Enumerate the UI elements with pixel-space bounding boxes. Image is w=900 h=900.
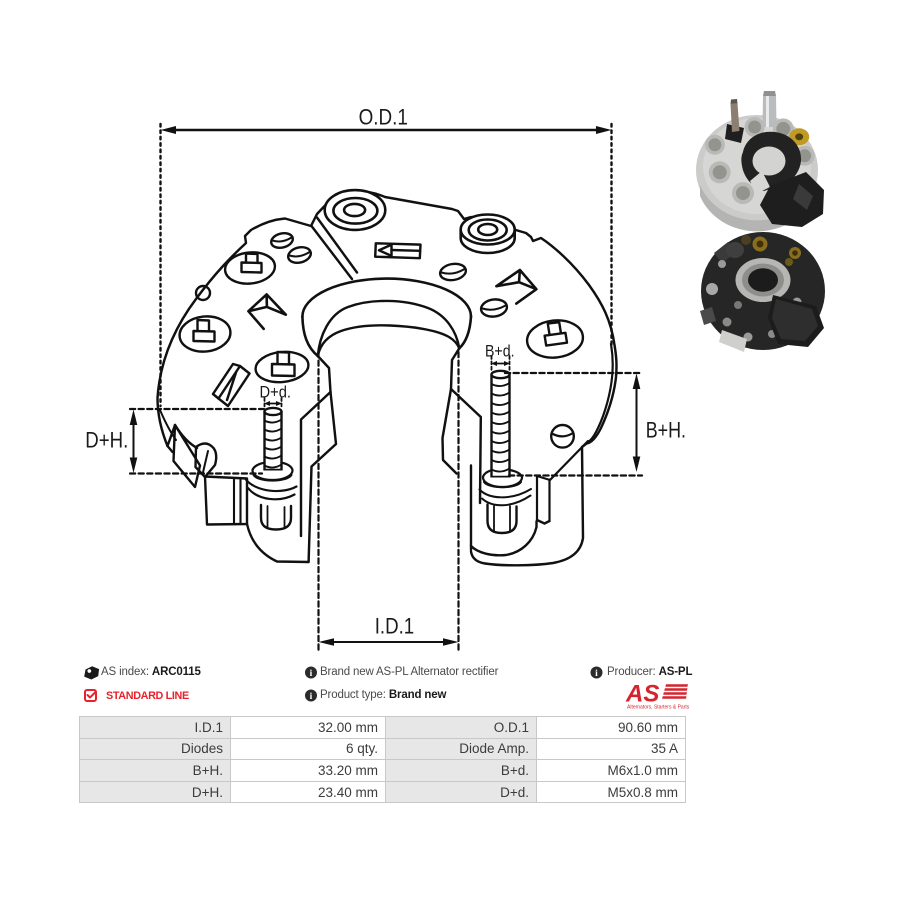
- svg-text:i: i: [310, 669, 313, 679]
- svg-text:D+H.: D+H.: [85, 427, 128, 452]
- svg-text:B+H.: B+H.: [646, 418, 686, 443]
- svg-text:D+d.: D+d.: [260, 384, 292, 402]
- svg-text:AS: AS: [625, 681, 659, 708]
- svg-text:i: i: [595, 669, 598, 679]
- svg-text:B+d.: B+d.: [485, 343, 515, 361]
- svg-text:O.D.1: O.D.1: [359, 104, 408, 129]
- svg-text:i: i: [310, 692, 313, 702]
- svg-text:I.D.1: I.D.1: [375, 613, 415, 638]
- svg-text:Alternators, Starters & Parts: Alternators, Starters & Parts: [627, 705, 690, 711]
